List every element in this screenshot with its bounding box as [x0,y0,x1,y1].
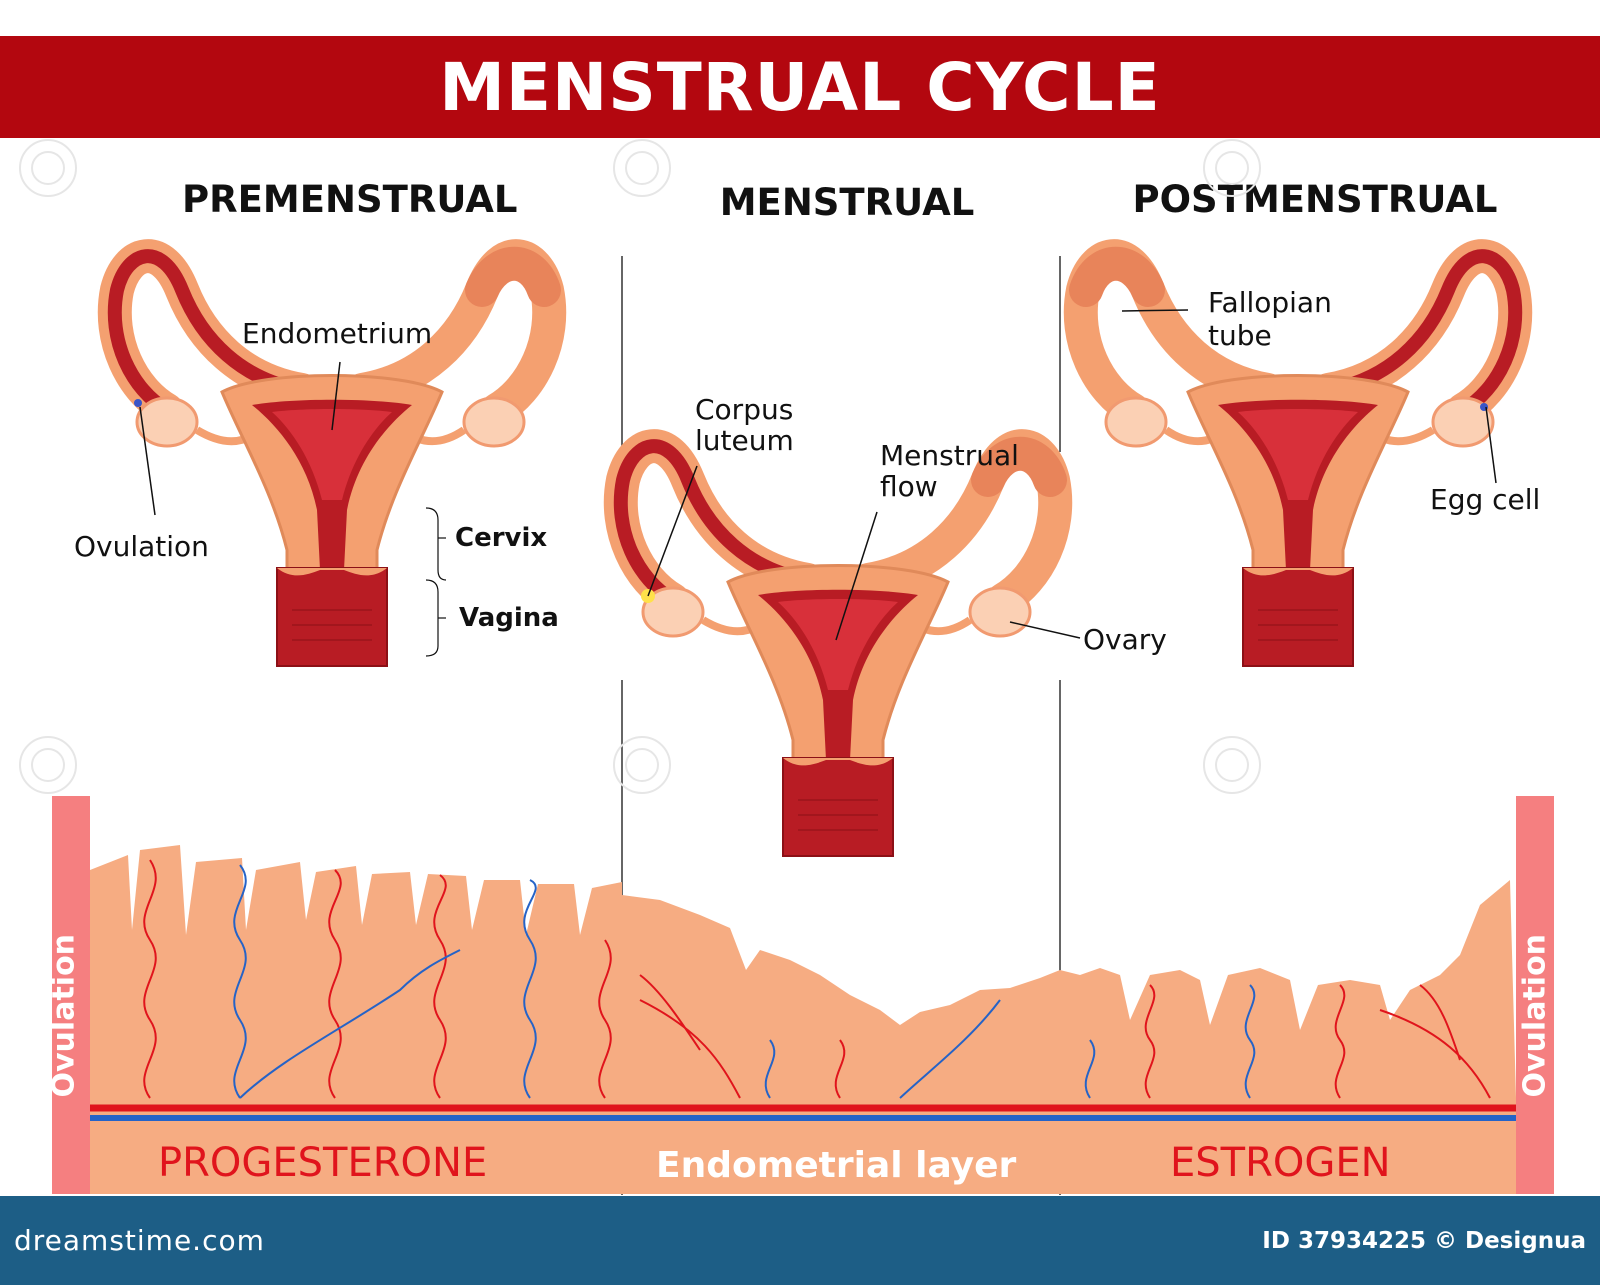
veins [233,864,1256,1099]
endometrium-surface [90,845,1516,1098]
arteries [143,859,1491,1099]
label-menstrual-flow-line2: flow [880,470,938,503]
ovulation-label-left: Ovulation [46,933,82,1098]
label-cervix: Cervix [455,523,548,553]
footer-bar: dreamstime.com ID 37934225 © Designua [0,1196,1600,1285]
ovulation-label-right: Ovulation [1517,933,1553,1098]
label-endometrium: Endometrium [242,317,433,350]
label-ovulation: Ovulation [74,530,209,563]
phase-premenstrual-heading: PREMENSTRUAL [182,178,518,221]
footer-site: dreamstime.com [14,1224,265,1257]
label-menstrual-flow-line1: Menstrual [880,439,1019,472]
label-vagina: Vagina [459,603,559,633]
label-corpus-luteum-line1: Corpus [695,393,794,426]
ovulation-bar-right [1516,796,1554,1194]
ovulation-bar-left [52,796,90,1194]
label-endometrial-layer: Endometrial layer [656,1145,1017,1186]
diagram-canvas [19,139,1554,1195]
label-fallopian-tube-line1: Fallopian [1208,286,1332,319]
label-corpus-luteum-line2: luteum [695,424,794,457]
uterus-menstrual [621,446,1055,856]
watermark [19,139,1261,794]
phase-postmenstrual-heading: POSTMENSTRUAL [1132,178,1498,221]
layer-base [52,1098,1554,1194]
label-progesterone: PROGESTERONE [158,1140,488,1186]
ovulation-egg-marker [134,399,142,407]
footer-id-credit: ID 37934225 © Designua [1262,1228,1586,1254]
label-fallopian-tube-line2: tube [1208,319,1272,352]
title-bar: MENSTRUAL CYCLE [0,36,1600,138]
label-estrogen: ESTROGEN [1170,1140,1391,1186]
label-ovary: Ovary [1083,623,1167,656]
label-egg-cell: Egg cell [1430,483,1541,516]
page-title: MENSTRUAL CYCLE [439,48,1161,126]
phase-menstrual-heading: MENSTRUAL [719,181,975,224]
